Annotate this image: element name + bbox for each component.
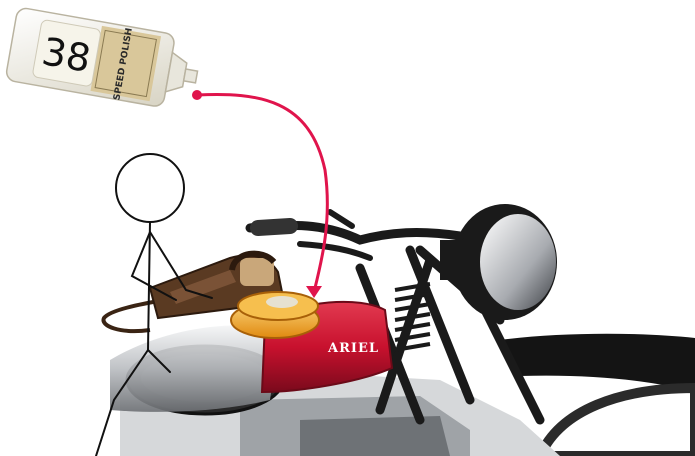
- front-fender: [500, 334, 695, 392]
- front-wheel: [540, 388, 695, 456]
- tank-brand-logo: ARIEL: [327, 341, 379, 356]
- headlamp: [440, 204, 557, 320]
- motorcycle: ARIEL: [110, 204, 695, 456]
- bottle-number: 38: [39, 29, 94, 81]
- front-spring: [395, 284, 430, 350]
- handlebars: [250, 212, 460, 258]
- polishing-pad: [231, 292, 319, 338]
- polish-bottle: SPEED POLISH 38: [5, 7, 203, 113]
- bottle-nozzle: [184, 69, 198, 83]
